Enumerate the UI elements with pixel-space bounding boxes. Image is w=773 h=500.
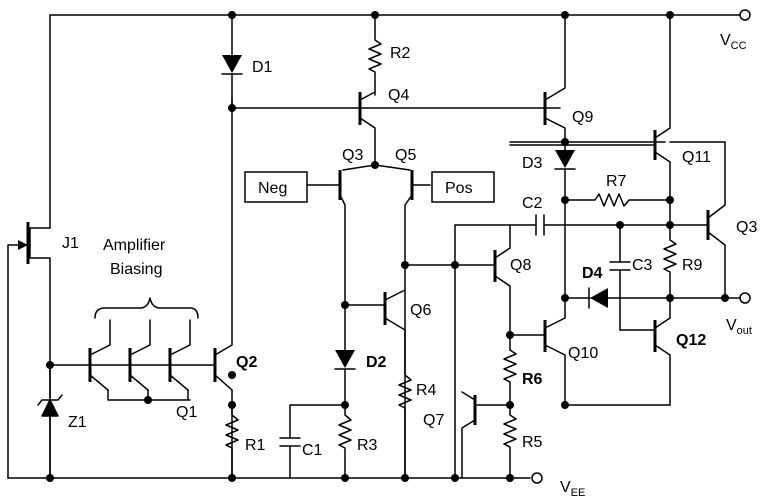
vcc-label: VCC bbox=[720, 32, 747, 52]
diff-pair bbox=[324, 164, 431, 479]
q12-transistor bbox=[564, 297, 671, 406]
q2-label: Q2 bbox=[236, 354, 257, 371]
r7-resistor bbox=[564, 193, 671, 207]
q4-label: Q4 bbox=[388, 87, 409, 104]
r7-label: R7 bbox=[606, 173, 627, 190]
vout-label: Vout bbox=[726, 317, 752, 337]
vee-terminal bbox=[531, 472, 543, 484]
q12-label: Q12 bbox=[676, 332, 706, 349]
q10-label: Q10 bbox=[568, 345, 598, 362]
d1-label: D1 bbox=[252, 59, 273, 76]
neg-input-box bbox=[244, 171, 326, 203]
d3-label: D3 bbox=[522, 155, 543, 172]
biasing-label: Biasing bbox=[110, 261, 162, 278]
c3-label: C3 bbox=[632, 257, 653, 274]
r4-label: R4 bbox=[416, 382, 437, 399]
vcc-terminal bbox=[739, 9, 751, 21]
pos-input-box bbox=[431, 171, 495, 203]
r4-resistor bbox=[398, 364, 412, 479]
r5-resistor bbox=[503, 404, 517, 479]
q7-label: Q7 bbox=[423, 412, 444, 429]
neg-label: Neg bbox=[258, 180, 287, 197]
r2-label: R2 bbox=[390, 45, 411, 62]
q8-transistor bbox=[404, 224, 511, 336]
z1-triangle bbox=[41, 399, 59, 417]
q4-transistor bbox=[358, 91, 376, 166]
c3-capacitor bbox=[609, 224, 631, 331]
r9-label: R9 bbox=[682, 257, 703, 274]
vee-rail bbox=[7, 472, 543, 484]
q3-diff-label: Q3 bbox=[342, 147, 363, 164]
r3-resistor bbox=[338, 404, 352, 479]
q11-label: Q11 bbox=[682, 149, 711, 166]
q9-transistor bbox=[543, 14, 566, 143]
r9-resistor bbox=[663, 224, 677, 299]
z1-zener bbox=[37, 364, 63, 479]
q10-transistor bbox=[509, 199, 566, 406]
z1-label: Z1 bbox=[68, 414, 87, 431]
c2-capacitor bbox=[454, 214, 671, 479]
q6-transistor bbox=[344, 289, 406, 366]
c2-label: C2 bbox=[522, 195, 543, 212]
c1-label: C1 bbox=[302, 442, 323, 459]
q1-label: Q1 bbox=[176, 404, 197, 421]
d2-label: D2 bbox=[366, 354, 387, 371]
vee-label: VEE bbox=[560, 479, 585, 499]
vcc-rail bbox=[49, 9, 751, 21]
r2-resistor bbox=[368, 14, 382, 96]
d1-diode bbox=[221, 14, 243, 109]
q3-output-transistor bbox=[669, 141, 726, 299]
vout-terminal bbox=[739, 292, 751, 304]
r1-resistor bbox=[225, 404, 239, 479]
j1-label: J1 bbox=[62, 235, 79, 252]
d2-diode bbox=[334, 304, 356, 406]
amplifier-label: Amplifier bbox=[103, 237, 166, 254]
d4-label: D4 bbox=[582, 265, 603, 282]
d3-diode bbox=[554, 141, 576, 201]
c1-capacitor bbox=[279, 404, 346, 479]
q9-label: Q9 bbox=[572, 109, 593, 126]
r6-label: R6 bbox=[522, 371, 543, 388]
amplifier-biasing-brace bbox=[94, 297, 199, 319]
r6-resistor bbox=[503, 334, 517, 406]
pos-label: Pos bbox=[445, 180, 473, 197]
q8-label: Q8 bbox=[510, 257, 531, 274]
junction-dots bbox=[46, 11, 729, 482]
q3-output-label: Q3 bbox=[736, 219, 757, 236]
q6-label: Q6 bbox=[410, 302, 431, 319]
q7-transistor bbox=[461, 391, 511, 479]
r1-label: R1 bbox=[245, 437, 266, 454]
j1-jfet bbox=[7, 14, 51, 479]
q5-label: Q5 bbox=[395, 147, 416, 164]
r5-label: R5 bbox=[522, 434, 543, 451]
r3-label: R3 bbox=[357, 437, 378, 454]
